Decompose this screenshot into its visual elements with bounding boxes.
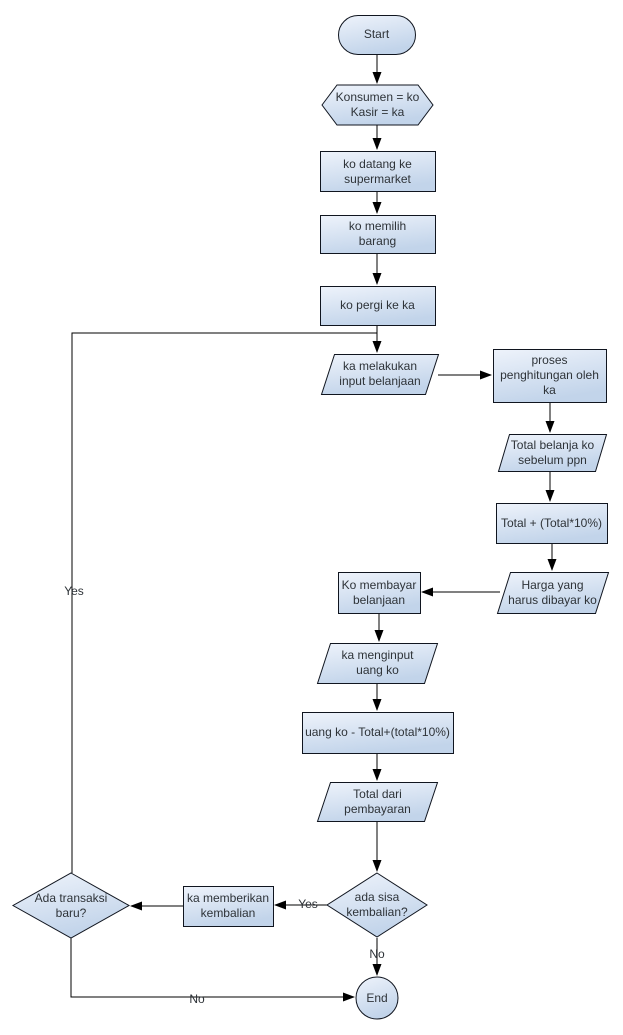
node-arrive-shape: [320, 151, 436, 192]
node-end-shape: [355, 976, 399, 1020]
node-pay-shape: [338, 572, 421, 614]
node-total-before-tax-shape: [497, 434, 608, 472]
node-give-change-shape: [183, 886, 274, 927]
node-start-shape: [338, 15, 416, 55]
edges-group: [70, 54, 557, 1002]
node-payment-total-shape: [316, 782, 439, 822]
node-input-money-shape: [316, 643, 439, 684]
node-new-transaction-shape: [11, 872, 131, 939]
node-goto-cashier-shape: [320, 286, 436, 326]
edge-newtransaction-yes-loop: [71, 332, 377, 873]
node-input-items-shape: [320, 354, 440, 395]
node-init-shape: [321, 84, 434, 126]
node-choose-shape: [320, 215, 436, 254]
node-price-due-shape: [496, 572, 610, 614]
node-calc-shape: [493, 349, 607, 403]
edge-newtransaction-no-end: [70, 938, 355, 1002]
node-has-change-shape: [326, 872, 428, 938]
node-change-calc-shape: [302, 712, 454, 754]
nodes-group: [11, 15, 610, 1020]
node-add-tax-shape: [496, 503, 608, 544]
